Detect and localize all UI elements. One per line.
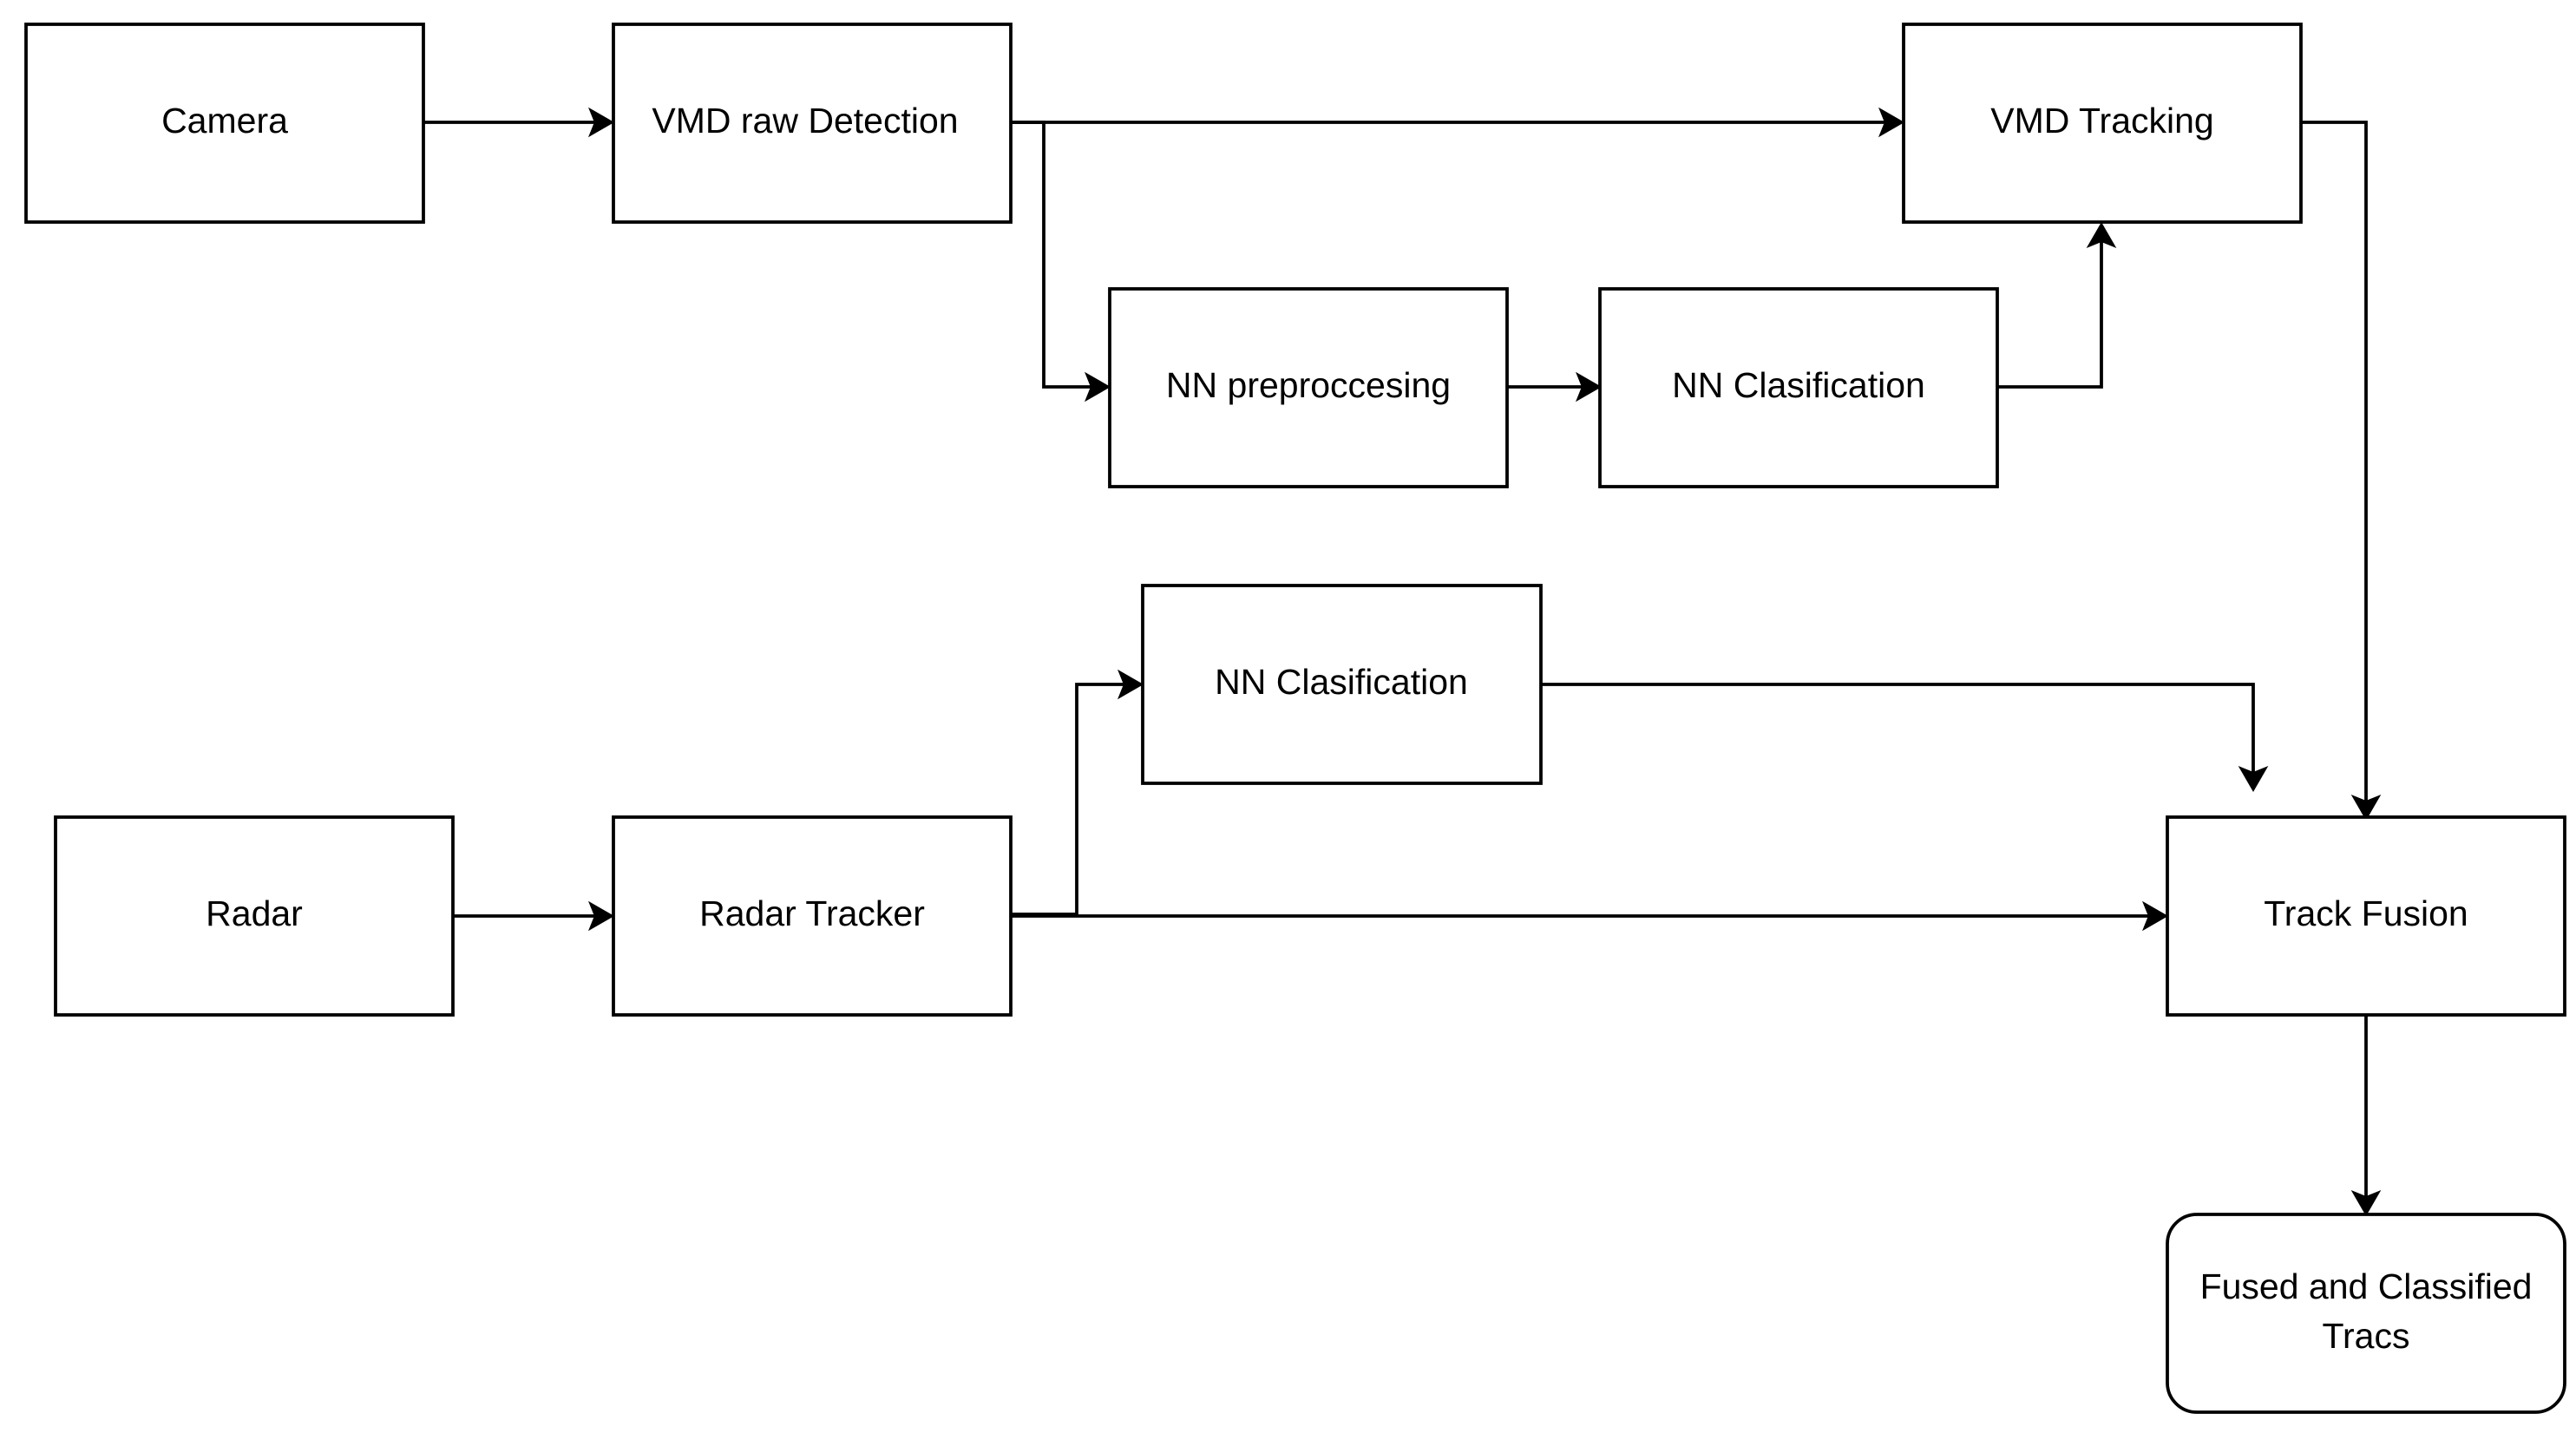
node-vmd-raw-detection: VMD raw Detection — [612, 23, 1013, 224]
node-vmd-raw-detection-label: VMD raw Detection — [652, 101, 958, 141]
node-camera-label: Camera — [161, 101, 288, 141]
edge-radar-tracker-to-track-fusion — [1011, 900, 2169, 932]
edge-radar-tracker-to-nn-classification-bottom — [1011, 669, 1144, 916]
edge-vmd-raw-detection-to-nn-preprocessing — [1011, 121, 1111, 402]
node-track-fusion: Track Fusion — [2166, 815, 2566, 1017]
node-nn-classification-top-label: NN Clasification — [1672, 365, 1925, 405]
node-nn-preprocessing-label: NN preproccesing — [1166, 365, 1451, 405]
edge-nn-preprocessing-to-nn-classification-top — [1507, 371, 1603, 402]
node-radar-tracker: Radar Tracker — [612, 815, 1013, 1017]
node-radar: Radar — [54, 815, 455, 1017]
node-nn-classification-bottom: NN Clasification — [1141, 584, 1543, 785]
node-nn-classification-top: NN Clasification — [1598, 287, 1999, 488]
node-track-fusion-label: Track Fusion — [2264, 893, 2468, 933]
edge-nn-classification-bottom-to-track-fusion — [1541, 683, 2269, 793]
edge-vmd-tracking-to-track-fusion — [2301, 121, 2382, 821]
edge-nn-classification-top-to-vmd-tracking — [1997, 221, 2117, 389]
node-vmd-tracking: VMD Tracking — [1902, 23, 2303, 224]
node-fused-output-label-line2: Tracs — [2323, 1316, 2410, 1356]
node-fused-output: Fused and Classified Tracs — [2166, 1213, 2566, 1414]
node-vmd-tracking-label: VMD Tracking — [1990, 101, 2213, 141]
edge-radar-to-radar-tracker — [453, 900, 615, 932]
node-nn-classification-bottom-label: NN Clasification — [1215, 662, 1468, 702]
edge-track-fusion-to-fused-output — [2350, 1016, 2382, 1217]
node-fused-output-label-line1: Fused and Classified — [2200, 1266, 2533, 1306]
edge-vmd-raw-detection-to-vmd-tracking — [1011, 107, 1905, 138]
node-nn-preprocessing: NN preproccesing — [1108, 287, 1509, 488]
node-camera: Camera — [24, 23, 425, 224]
node-radar-label: Radar — [206, 893, 303, 933]
edge-camera-to-vmd-raw-detection — [423, 107, 615, 138]
node-radar-tracker-label: Radar Tracker — [699, 893, 925, 933]
